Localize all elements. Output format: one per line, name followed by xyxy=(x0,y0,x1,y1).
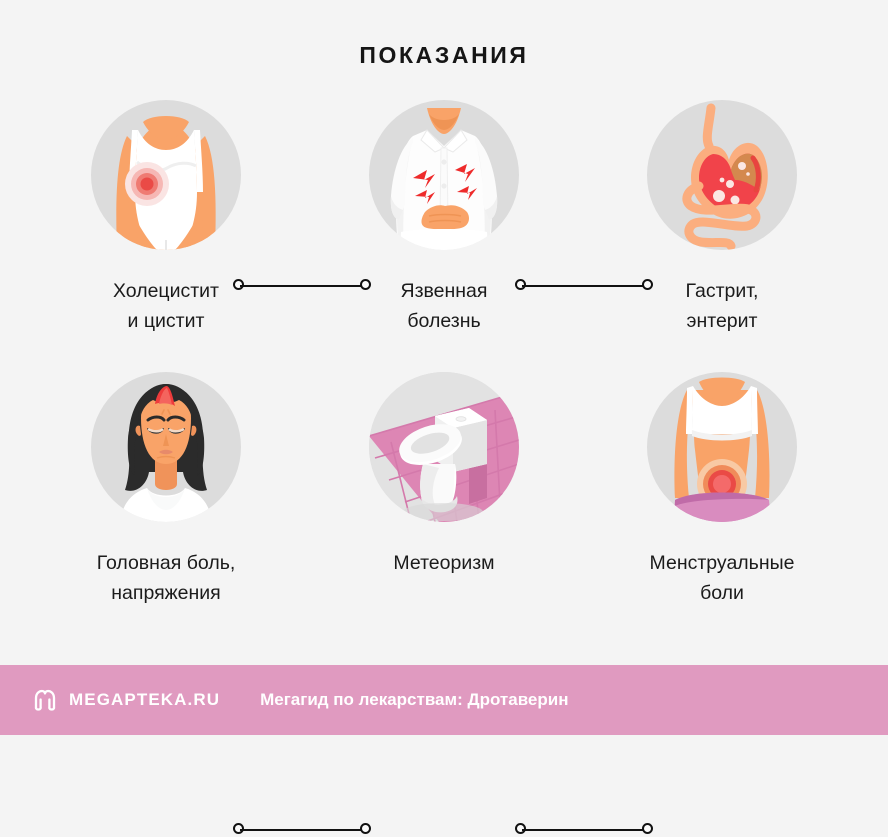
connector-bar xyxy=(240,829,364,832)
indication-item-gastritis-enteritis[interactable]: Гастрит, энтерит xyxy=(574,100,870,360)
indications-row-2: Головная боль, напряжения xyxy=(0,372,888,834)
footer-bar: MEGAPTEKA.RU Мегагид по лекарствам: Дрот… xyxy=(0,665,888,735)
connector-dot xyxy=(515,279,526,290)
megapteka-m-logo-icon xyxy=(32,687,58,713)
indication-item-peptic-ulcer[interactable]: Язвенная болезнь xyxy=(296,100,592,360)
infographic-page: ПОКАЗАНИЯ xyxy=(0,42,888,834)
indication-label: Менструальные боли xyxy=(649,552,795,604)
connector-bar xyxy=(522,829,646,832)
footer-tagline: Мегагид по лекарствам: Дротаверин xyxy=(260,690,569,709)
connector-dot xyxy=(233,279,244,290)
connector-line xyxy=(233,823,371,837)
female-torso-pelvic-pain-icon xyxy=(647,372,797,522)
connector-line xyxy=(515,823,653,837)
connector-bar xyxy=(522,285,646,288)
connector-dot xyxy=(360,823,371,834)
connector-dot xyxy=(642,279,653,290)
page-title: ПОКАЗАНИЯ xyxy=(359,42,529,68)
indication-item-menstrual-pain[interactable]: Менструальные боли xyxy=(574,372,870,632)
connector-line xyxy=(233,279,371,293)
indication-label: Метеоризм xyxy=(393,552,495,574)
indication-label: Головная боль, напряжения xyxy=(96,552,236,604)
person-shirt-stomach-pain-icon xyxy=(369,100,519,250)
connector-dot xyxy=(360,279,371,290)
footer-brand: MEGAPTEKA.RU xyxy=(69,690,221,709)
female-torso-bodysuit-abdominal-pain-icon xyxy=(91,100,241,250)
indication-label: Холецистит и цистит xyxy=(113,280,219,332)
indication-item-tension-headache[interactable]: Головная боль, напряжения xyxy=(18,372,314,632)
indications-row-1: Холецистит и цистит xyxy=(0,100,888,360)
indication-label: Гастрит, энтерит xyxy=(685,280,759,332)
indication-item-cholecystitis-cystitis[interactable]: Холецистит и цистит xyxy=(18,100,314,360)
stomach-intestine-anatomy-icon xyxy=(647,100,797,250)
connector-line xyxy=(515,279,653,293)
indication-label: Язвенная болезнь xyxy=(400,280,488,332)
connector-bar xyxy=(240,285,364,288)
indication-item-flatulence[interactable]: Метеоризм xyxy=(296,372,592,632)
connector-dot xyxy=(642,823,653,834)
toilet-icon xyxy=(369,372,519,522)
woman-headache-icon xyxy=(91,372,241,522)
